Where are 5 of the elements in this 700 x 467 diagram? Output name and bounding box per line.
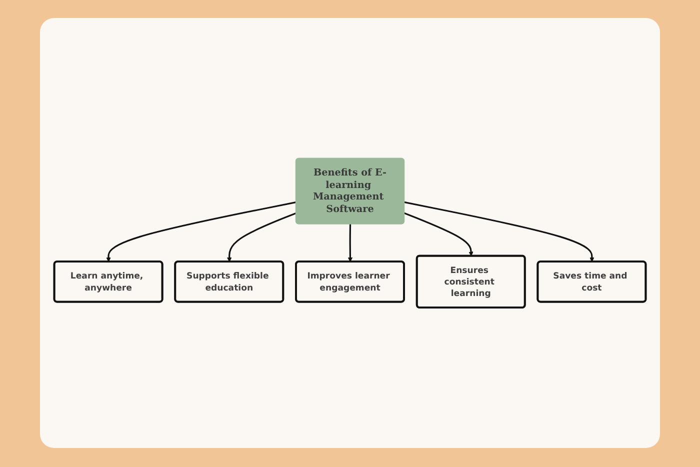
arrow — [106, 201, 296, 262]
arrow — [227, 212, 297, 262]
arrow — [348, 224, 353, 262]
arrow — [404, 201, 594, 262]
arrow — [404, 212, 474, 256]
